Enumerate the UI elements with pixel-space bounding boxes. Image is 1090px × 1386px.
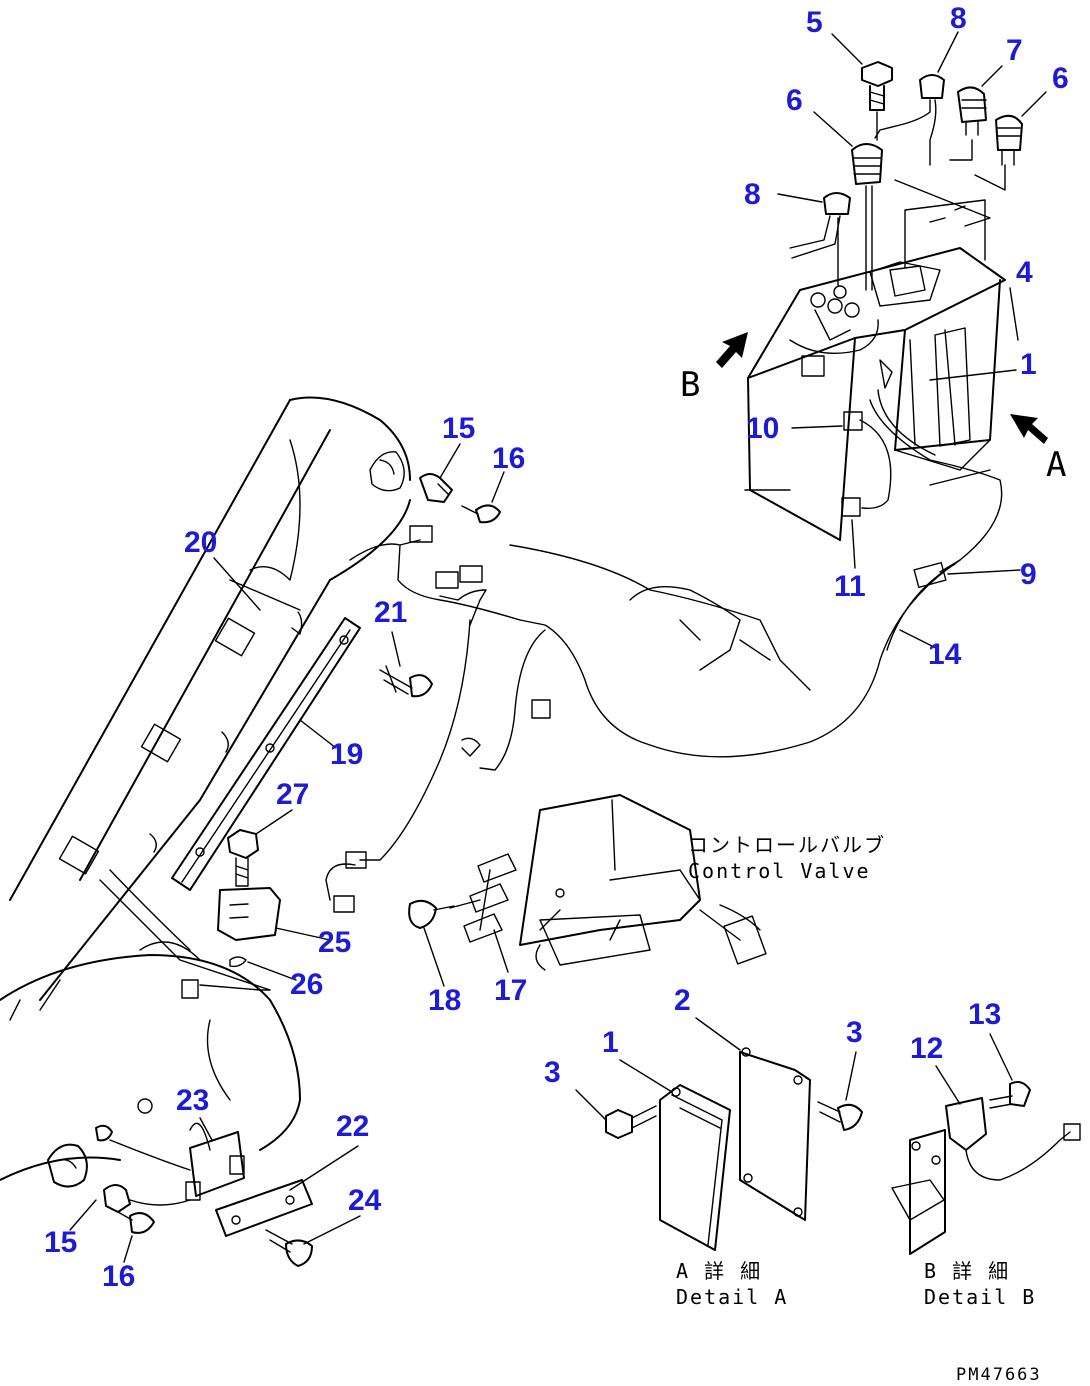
view-arrows bbox=[716, 332, 1048, 444]
detail-b-label-jp: B 詳 細 bbox=[924, 1259, 1010, 1283]
callout-20: 20 bbox=[184, 526, 217, 559]
callout-3: 3 bbox=[846, 1016, 863, 1049]
callout-18: 18 bbox=[428, 984, 461, 1017]
callout-1: 1 bbox=[602, 1026, 619, 1059]
callout-6: 6 bbox=[1052, 62, 1069, 95]
callout-17: 17 bbox=[494, 974, 527, 1007]
controller-box bbox=[744, 179, 1006, 573]
callout-24: 24 bbox=[348, 1184, 382, 1217]
upper-fasteners bbox=[181, 473, 501, 999]
detail-b-label-en: Detail B bbox=[924, 1285, 1036, 1309]
text-labels: コントロールバルブ Control Valve A 詳 細 Detail A B… bbox=[676, 833, 1042, 1385]
detail-a-label-en: Detail A bbox=[676, 1285, 788, 1309]
lower-fasteners bbox=[47, 1098, 313, 1267]
leader-lines bbox=[69, 31, 1047, 1263]
callout-21: 21 bbox=[374, 596, 407, 629]
clamp-bars bbox=[99, 579, 361, 991]
callout-3: 3 bbox=[544, 1056, 561, 1089]
callout-14: 14 bbox=[928, 638, 962, 671]
callout-16: 16 bbox=[102, 1260, 135, 1293]
callout-22: 22 bbox=[336, 1110, 369, 1143]
wiring-harness bbox=[325, 525, 961, 913]
callout-8: 8 bbox=[950, 2, 967, 35]
control-valve bbox=[408, 794, 767, 971]
view-letter-a: A bbox=[1046, 445, 1068, 485]
callout-10: 10 bbox=[746, 412, 779, 445]
callout-4: 4 bbox=[1016, 256, 1033, 289]
callout-25: 25 bbox=[318, 926, 351, 959]
control-valve-label-en: Control Valve bbox=[688, 859, 871, 883]
detail-a-controller bbox=[605, 1047, 863, 1251]
callout-12: 12 bbox=[910, 1032, 943, 1065]
top-switch-parts bbox=[789, 61, 1023, 291]
callout-5: 5 bbox=[806, 6, 823, 39]
callout-26: 26 bbox=[290, 968, 323, 1001]
callout-27: 27 bbox=[276, 778, 309, 811]
callout-19: 19 bbox=[330, 738, 363, 771]
control-valve-label-jp: コントロールバルブ bbox=[688, 833, 886, 857]
detail-a-label-jp: A 詳 細 bbox=[676, 1259, 762, 1283]
callout-15: 15 bbox=[442, 412, 475, 445]
callout-1: 1 bbox=[1020, 348, 1037, 381]
callout-6: 6 bbox=[786, 84, 803, 117]
callout-8: 8 bbox=[744, 178, 761, 211]
callout-9: 9 bbox=[1020, 558, 1037, 591]
callout-13: 13 bbox=[968, 998, 1001, 1031]
callout-16: 16 bbox=[492, 442, 525, 475]
drawing-code: PM47663 bbox=[956, 1365, 1042, 1385]
view-letter-b: B bbox=[680, 365, 702, 405]
callout-11: 11 bbox=[834, 570, 866, 603]
callout-numbers: 5 8 7 6 6 8 4 1 10 11 9 14 15 16 20 21 1… bbox=[44, 2, 1069, 1293]
boom-structure bbox=[0, 396, 411, 1181]
callout-23: 23 bbox=[176, 1084, 209, 1117]
detail-b-switch bbox=[891, 1081, 1081, 1255]
callout-2: 2 bbox=[674, 984, 691, 1017]
callout-7: 7 bbox=[1006, 34, 1023, 67]
callout-15: 15 bbox=[44, 1226, 77, 1259]
